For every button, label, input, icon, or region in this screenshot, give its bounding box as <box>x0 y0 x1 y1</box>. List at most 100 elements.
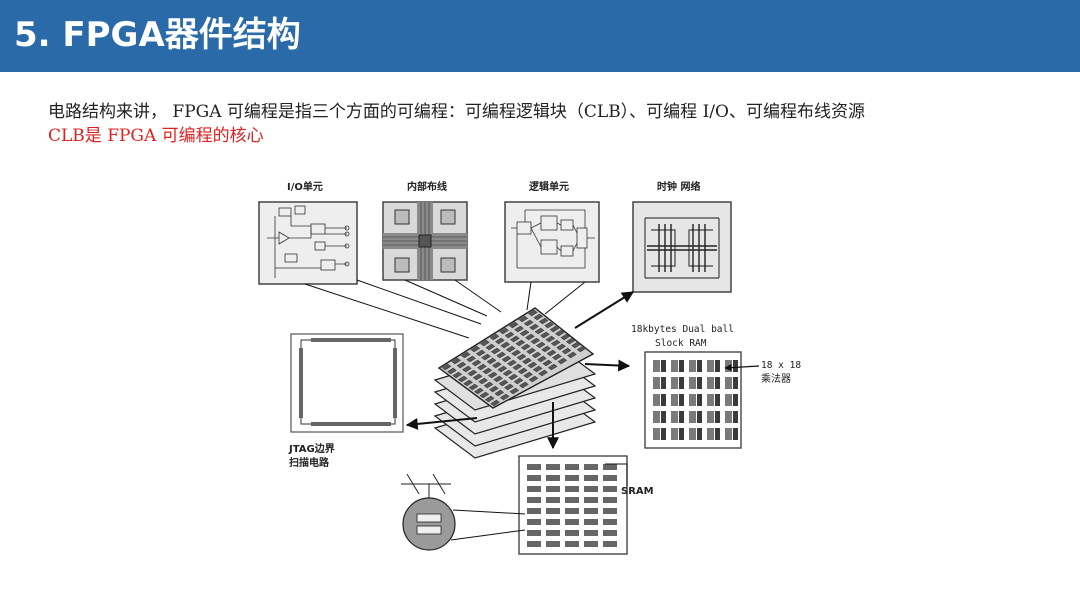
clb-cell <box>490 347 501 355</box>
clb-cell <box>463 379 473 387</box>
clb-cell <box>560 333 571 341</box>
clb-cell <box>501 355 512 363</box>
clb-cell <box>487 371 498 379</box>
ram-block <box>707 377 714 389</box>
ram-block <box>689 428 696 440</box>
clb-cell <box>518 315 529 323</box>
multiplier-block <box>733 411 738 423</box>
sram-cell <box>527 541 541 547</box>
clb-cell <box>486 357 497 365</box>
sram-cell <box>565 464 579 470</box>
block-ram-box <box>644 351 742 449</box>
sram-cell <box>565 508 579 514</box>
sram-box <box>518 455 628 555</box>
sram-cell <box>546 464 560 470</box>
clb-cell <box>490 399 500 407</box>
jtag-boundary-box <box>290 333 404 433</box>
clb-cell <box>534 327 545 335</box>
highlight-text: CLB是 FPGA 可编程的核心 <box>48 126 264 146</box>
clb-cell <box>482 367 493 375</box>
multiplier-label-line2: 乘法器 <box>761 372 791 385</box>
clb-cell <box>523 319 534 327</box>
multiplier-block <box>661 360 666 372</box>
sram-cell <box>584 519 598 525</box>
sram-cell <box>546 486 560 492</box>
clb-cell <box>472 373 483 381</box>
clb-cell <box>470 345 481 353</box>
ram-block <box>653 394 660 406</box>
clb-cell <box>484 395 495 403</box>
clb-cell <box>489 333 500 341</box>
ram-block <box>707 360 714 372</box>
sram-cell <box>527 530 541 536</box>
routing-label: 内部布线 <box>407 180 447 193</box>
clb-cell <box>441 363 452 371</box>
multiplier-block <box>733 428 738 440</box>
sram-cell <box>527 508 541 514</box>
sram-cell-zoom <box>401 473 526 551</box>
logic-unit-label: 逻辑单元 <box>529 180 569 193</box>
multiplier-block <box>679 428 684 440</box>
ram-block <box>671 394 678 406</box>
clock-network-label: 时钟 网络 <box>657 180 700 193</box>
clb-cell <box>495 337 505 345</box>
ram-block <box>725 360 732 372</box>
multiplier-block <box>715 394 720 406</box>
multiplier-block <box>733 360 738 372</box>
sram-cell <box>527 497 541 503</box>
clb-cell <box>525 333 535 341</box>
clb-cell <box>504 331 515 339</box>
multiplier-block <box>679 360 684 372</box>
clb-cell <box>489 385 499 393</box>
clb-cell <box>447 367 457 375</box>
clb-cell <box>493 375 503 383</box>
clb-cell <box>552 353 562 361</box>
ram-block <box>725 377 732 389</box>
sram-cell <box>584 508 598 514</box>
sram-cell <box>584 464 598 470</box>
ram-block <box>707 394 714 406</box>
ram-label-line2: Slock RAM <box>655 338 707 349</box>
clb-cell <box>479 391 490 399</box>
io-unit-label: I/O单元 <box>287 180 323 193</box>
clb-cell <box>462 365 472 373</box>
jtag-label-line1: JTAG边界 <box>288 442 335 455</box>
clb-cell <box>508 321 519 329</box>
clb-cell <box>519 381 529 389</box>
jtag-label-line2: 扫描电路 <box>289 456 330 469</box>
clb-cell <box>508 373 518 381</box>
clb-cell <box>475 349 486 357</box>
sram-cell <box>546 519 560 525</box>
sram-cell <box>603 497 617 503</box>
clb-cell <box>571 341 581 349</box>
clb-cell <box>483 381 494 389</box>
sram-cell <box>565 519 579 525</box>
clb-cell <box>467 369 478 377</box>
multiplier-block <box>697 360 702 372</box>
clb-cell <box>481 353 491 361</box>
clb-cell <box>509 387 520 395</box>
multiplier-block <box>697 428 702 440</box>
title-bar: 5. FPGA器件结构 <box>0 0 1080 72</box>
multiplier-block <box>661 428 666 440</box>
clb-cell <box>516 353 527 361</box>
multiplier-block <box>679 411 684 423</box>
multiplier-label-line1: 18 x 18 <box>761 360 801 371</box>
ram-block <box>725 411 732 423</box>
multiplier-block <box>715 428 720 440</box>
clb-cell <box>529 323 539 331</box>
clb-cell <box>526 347 536 355</box>
clb-cell <box>561 347 572 355</box>
sram-cell <box>527 486 541 492</box>
ram-block <box>671 360 678 372</box>
logic-unit-panel <box>504 201 600 283</box>
sram-cell <box>603 464 617 470</box>
clb-cell <box>500 341 511 349</box>
sram-label: SRAM <box>621 486 654 497</box>
fpga-structure-diagram: I/O单元 内部布线 逻辑单元 时钟 网络 <box>255 168 802 558</box>
multiplier-block <box>697 394 702 406</box>
multiplier-block <box>679 377 684 389</box>
clb-cell <box>565 337 576 345</box>
clb-cell <box>519 329 530 337</box>
sram-cell <box>546 475 560 481</box>
